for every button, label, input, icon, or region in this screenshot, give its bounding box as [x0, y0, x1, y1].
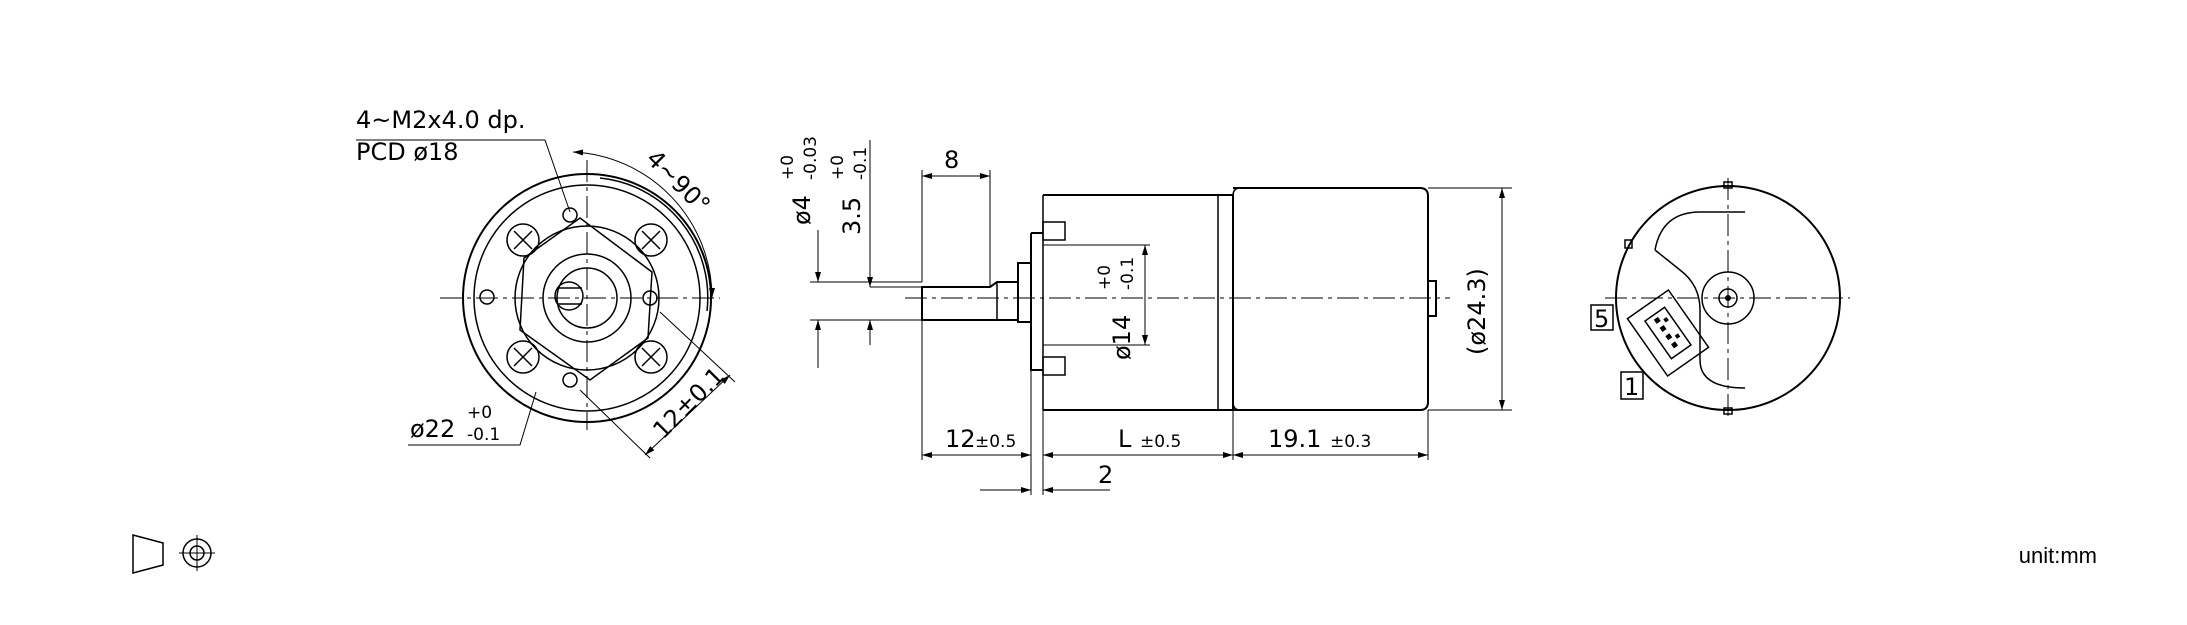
motor-length-label: 19.1	[1268, 425, 1321, 453]
shaft-end-circle	[554, 281, 584, 311]
rear-shaft-center	[1725, 295, 1731, 301]
screw-top-left	[506, 223, 540, 257]
pcb-outline	[1654, 211, 1746, 389]
rear-bearing-inner	[1718, 288, 1738, 308]
rim-tab-left	[1624, 239, 1633, 249]
tapped-hole-bottom	[562, 372, 578, 388]
output-shaft	[921, 281, 1018, 321]
pin-5-label: 5	[1594, 305, 1609, 333]
shaft-length-label: 12	[945, 425, 976, 453]
length-ext-lines	[921, 320, 1429, 495]
shaft-length-tol: ±0.5	[975, 432, 1016, 452]
connector-inner	[1643, 306, 1693, 360]
flange-thickness-label: 2	[1098, 461, 1113, 489]
angle-label: 4~90°	[641, 144, 716, 219]
bearing-boss	[1017, 262, 1031, 323]
screw-bottom-right	[634, 340, 668, 374]
gearbox-body	[1043, 194, 1234, 411]
screw-top-right	[634, 223, 668, 257]
bolt-offset-ext-line-1	[579, 389, 651, 459]
screw-bottom-left	[506, 340, 540, 374]
pin-5-box	[1590, 304, 1614, 331]
flange-screw-bottom	[1042, 356, 1066, 376]
shaft-dia-ext-lines	[810, 281, 922, 321]
flat-tol-bottom: -0.1	[851, 147, 871, 180]
shaft-dia-tol-bottom: -0.03	[801, 136, 821, 180]
side-view: ø4 +0 -0.03 3.5 +0 -0.1 8 ø14 +0 -0.1 (ø…	[778, 136, 1512, 495]
motor-length-tol: ±0.3	[1330, 432, 1371, 452]
motor-can-corners	[1232, 187, 1241, 411]
pin-1-label: 1	[1624, 373, 1639, 401]
unit-label: unit:mm	[2019, 543, 2097, 568]
projection-symbol	[132, 534, 215, 574]
rear-bearing-outer	[1701, 271, 1755, 325]
pilot-diameter-tol-top: +0	[467, 403, 492, 423]
boss-dia-label: ø14	[1108, 315, 1136, 360]
front-view: 4~M2x4.0 dp. PCD ø18 4~90° ø22 +0 -0.1 1…	[356, 106, 736, 459]
boss-dia-tol-bottom: -0.1	[1118, 257, 1138, 290]
flange-screw-top	[1042, 221, 1066, 241]
projection-truncated-cone-icon	[132, 534, 164, 574]
flat-tol-top: +0	[828, 155, 848, 180]
boss-dia-tol-top: +0	[1095, 265, 1115, 290]
pilot-diameter-leader	[408, 391, 537, 446]
rim-tab-top	[1723, 181, 1733, 189]
flat-length-label: 8	[944, 146, 959, 174]
flat-label: 3.5	[838, 197, 866, 235]
screw-spec-leader	[356, 139, 571, 213]
bolt-offset-label: 12±0.1	[647, 362, 730, 445]
tapped-hole-top	[562, 207, 578, 223]
bolt-offset-dim-line	[644, 374, 731, 456]
output-flange	[1030, 232, 1043, 371]
pilot-diameter-label: ø22	[410, 415, 455, 443]
shaft-dia-tol-top: +0	[778, 155, 798, 180]
shaft-flat-lines	[557, 287, 582, 305]
pin-1-box	[1620, 371, 1644, 400]
motor-dia-label: (ø24.3)	[1463, 268, 1491, 355]
angle-dimension-arc	[572, 149, 716, 299]
shaft-dia-label: ø4	[788, 195, 816, 225]
bolt-offset-ext-line-2	[659, 311, 736, 383]
motor-can	[1233, 187, 1429, 411]
tapped-hole-left	[479, 289, 495, 305]
pcd-label: PCD ø18	[356, 138, 459, 166]
pilot-diameter-tol-bottom: -0.1	[467, 425, 500, 445]
rear-view: 5 1	[1590, 178, 1850, 420]
projection-crosshair	[179, 535, 215, 571]
connector-pins	[1653, 316, 1681, 349]
gearbox-length-label: L	[1118, 425, 1132, 453]
gearbox-length-tol: ±0.5	[1140, 432, 1181, 452]
rim-tab-bottom	[1723, 407, 1733, 415]
screw-spec-label: 4~M2x4.0 dp.	[356, 106, 525, 134]
connector-housing	[1626, 288, 1710, 378]
